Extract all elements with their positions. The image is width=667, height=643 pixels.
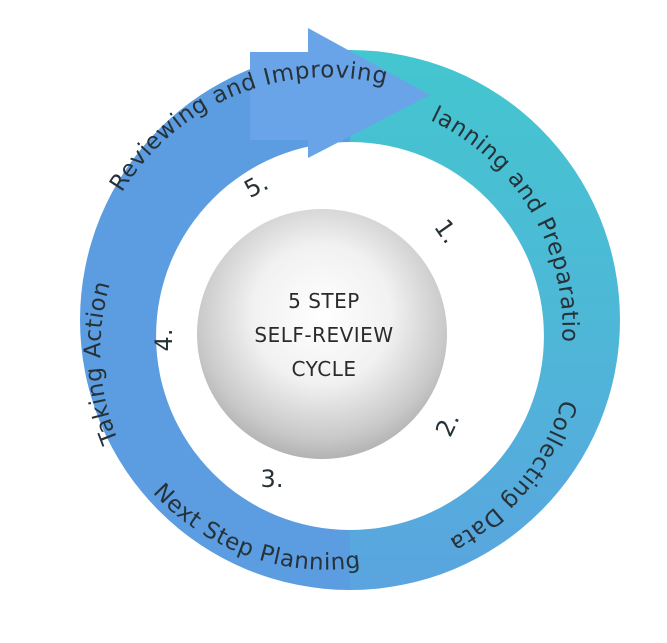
step-number-1: 1. <box>429 214 465 249</box>
step-number-2: 2. <box>430 408 465 441</box>
step-number-3: 3. <box>261 465 284 493</box>
center-title-line-3: CYCLE <box>292 357 357 381</box>
step-number-4: 4. <box>150 329 178 352</box>
center-sphere <box>197 209 447 459</box>
ring-right-band <box>350 50 620 590</box>
center-title-line-1: 5 STEP <box>288 289 360 313</box>
arrow-shaft <box>250 52 312 140</box>
cycle-arrow-head-icon <box>308 28 430 158</box>
ring-left-band <box>80 50 350 590</box>
center-title-line-2: SELF-REVIEW <box>254 323 393 347</box>
step-number-5: 5. <box>240 168 273 203</box>
